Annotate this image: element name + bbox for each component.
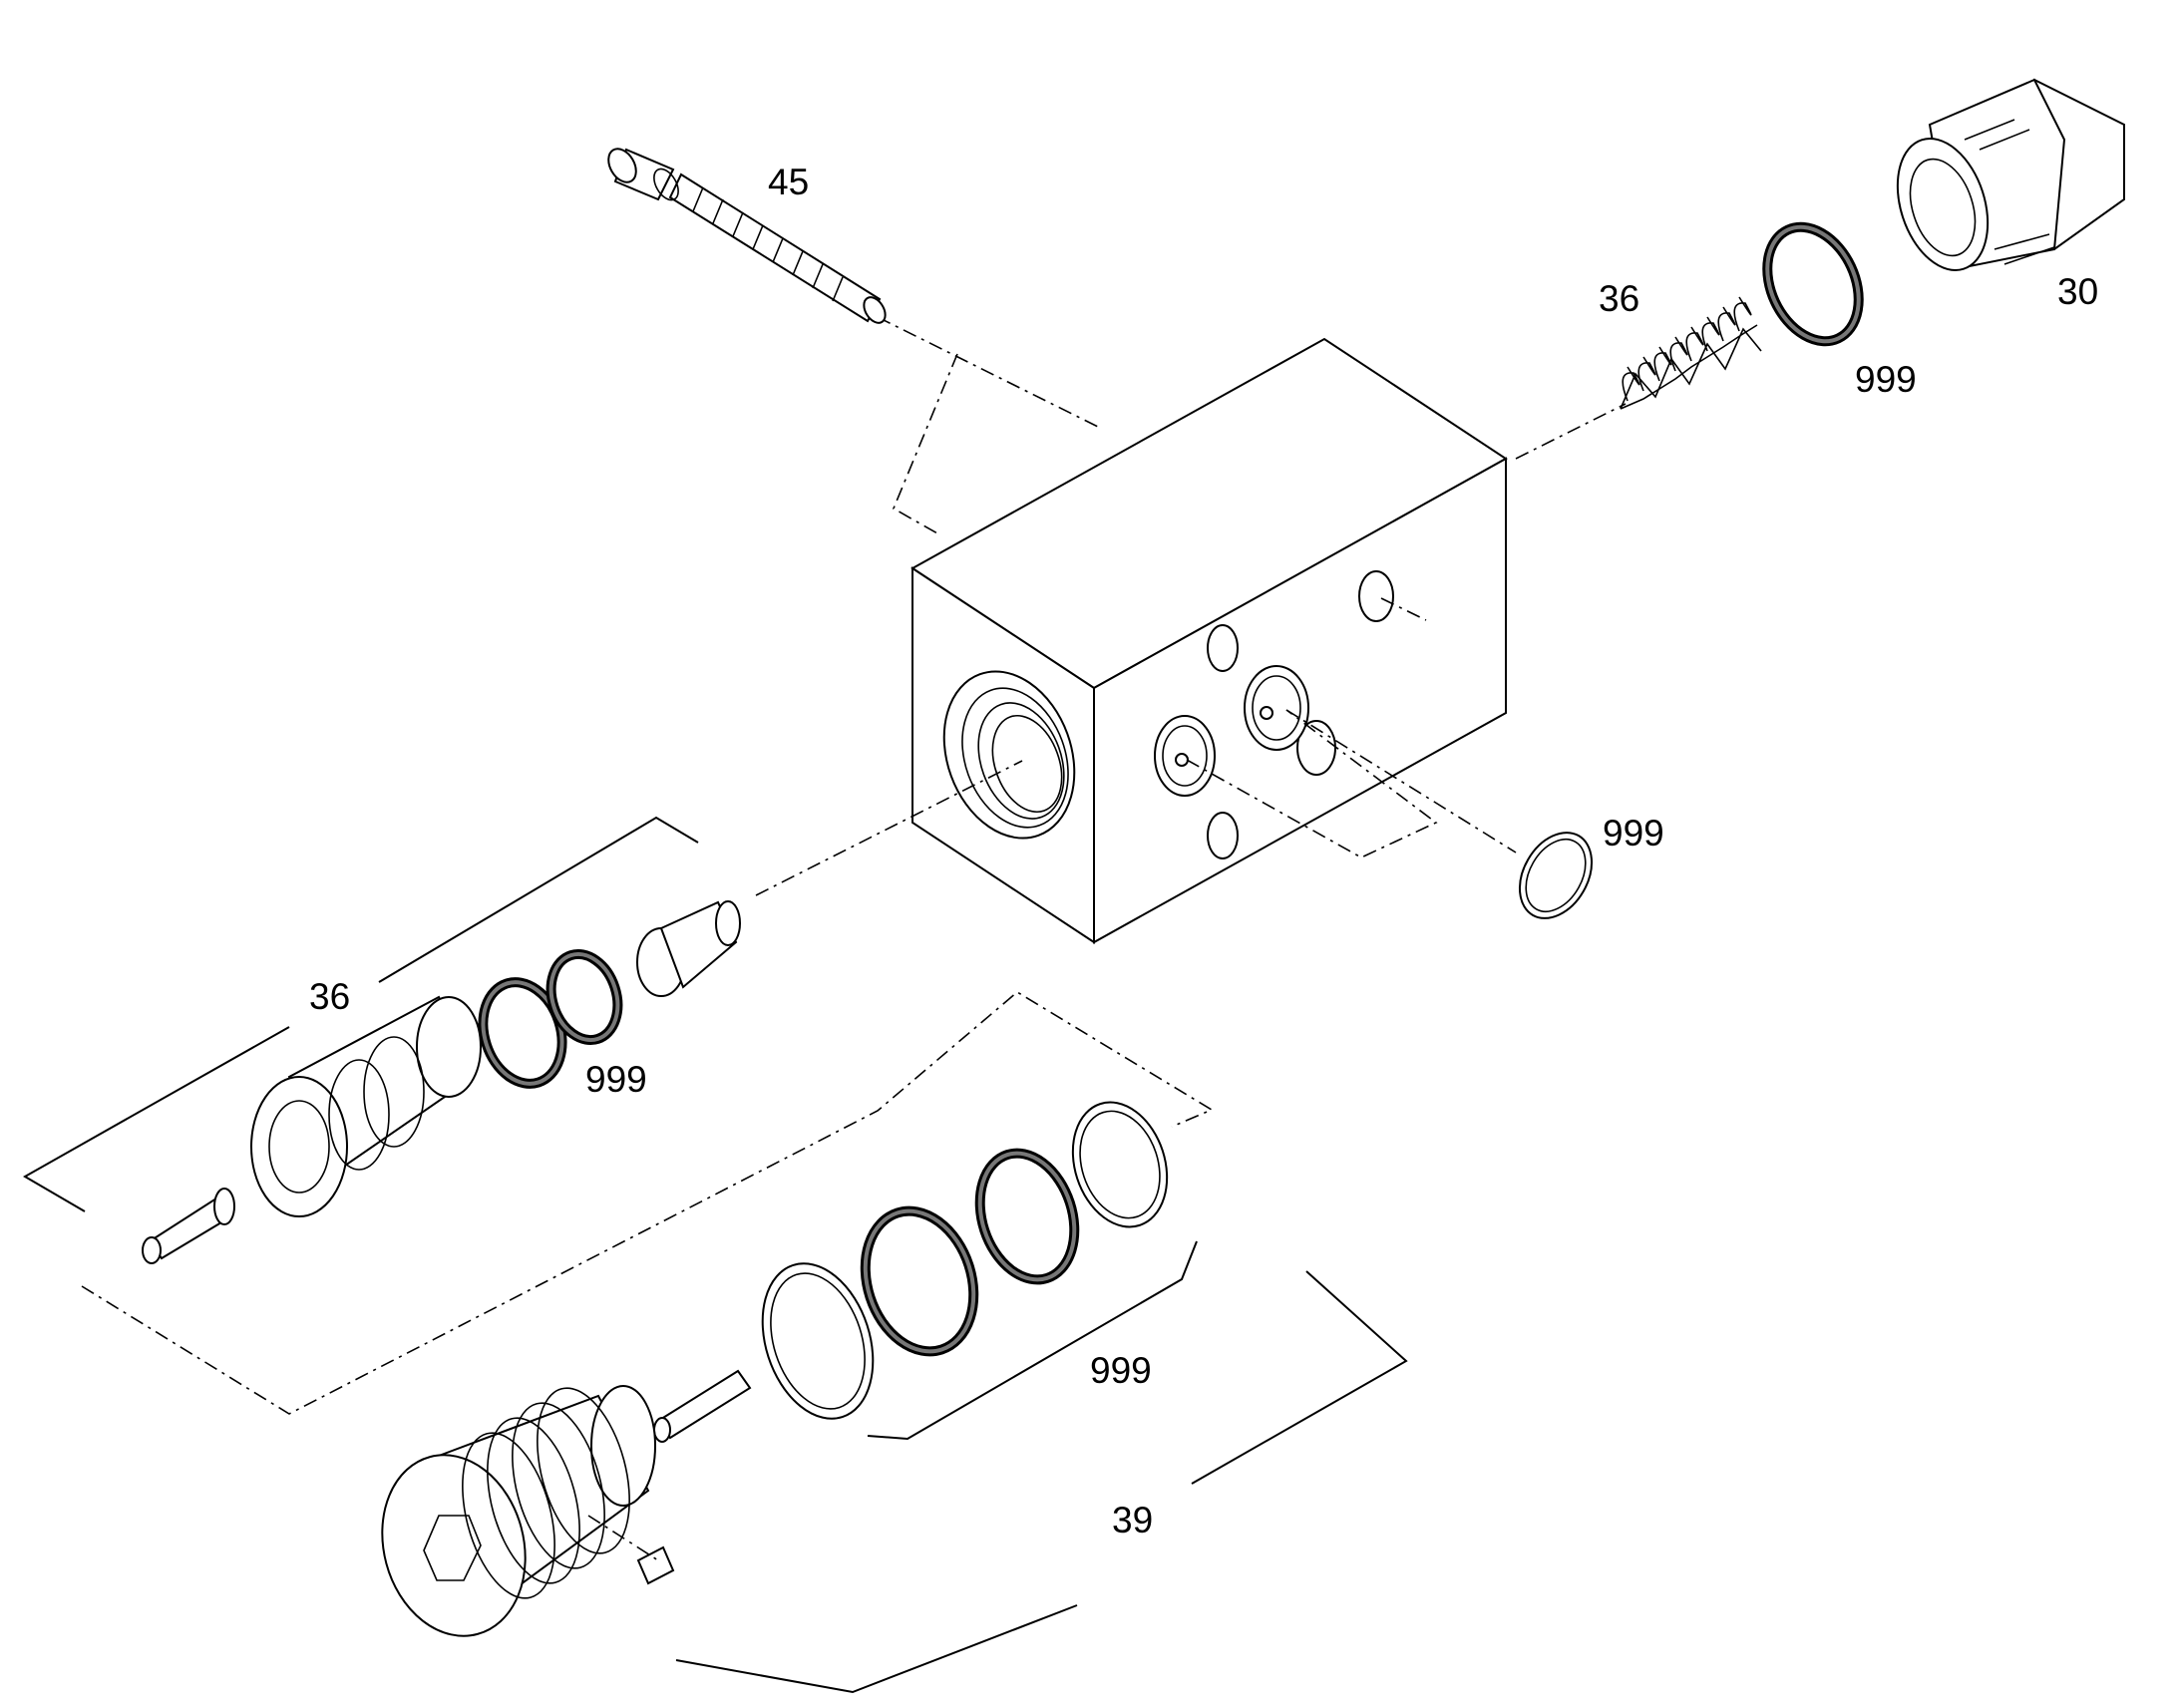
threaded-plug [1896,78,2125,271]
assembly-centerlines [81,316,1627,1415]
callout-spring-top: 36 [1599,278,1639,319]
callout-cartridge-bottom: 39 [1112,1500,1153,1540]
poppet [636,900,741,997]
pilot-pin [142,1188,235,1264]
cartridge-sleeve [250,995,482,1217]
callout-plug-top: 30 [2057,271,2098,312]
group-brackets [22,816,1408,1694]
o-ring-group [761,1101,1169,1420]
callout-o-ring-pair: 999 [585,1059,647,1100]
socket-head-bolt [607,148,887,324]
callout-bolt: 45 [768,162,809,202]
o-ring-pair [478,949,623,1089]
callout-cartridge-left: 36 [309,976,350,1017]
o-ring-side [1518,832,1594,919]
compression-spring-top [1620,296,1762,410]
callout-o-ring-side: 999 [1603,813,1664,854]
o-ring-top [1762,221,1864,347]
valve-block [910,337,1508,944]
dowel-pin [653,1369,752,1443]
callout-o-ring-top: 999 [1855,359,1917,400]
callout-o-ring-group: 999 [1090,1350,1152,1391]
threaded-cartridge [381,1385,656,1637]
set-screw [587,1515,675,1585]
